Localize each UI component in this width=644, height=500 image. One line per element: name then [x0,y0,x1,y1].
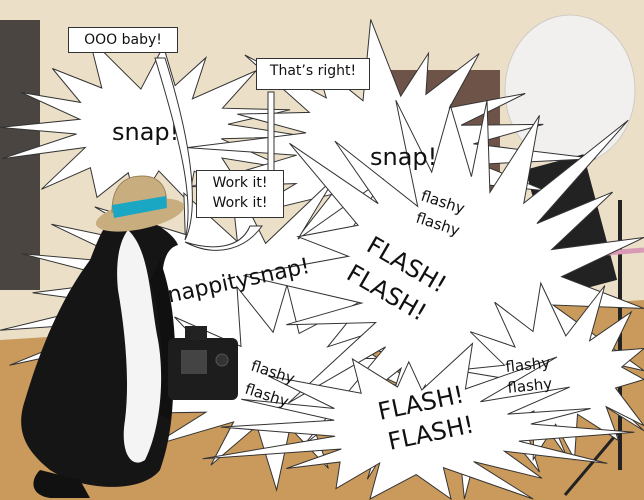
burst-flashy-right-1: flashy [505,353,552,376]
burst-snap-left: snap! [112,118,179,146]
camera-icon [168,326,238,400]
fedora-hat [95,175,185,232]
caption-tail-thats-right [267,91,275,173]
burst-flashy-right-2: flashy [507,374,554,397]
burst-flash-bottom [202,342,635,500]
light-stand-leg [563,429,622,496]
caption-tail-ooo [154,57,193,241]
caption-ooo-baby: OOO baby! [68,27,178,53]
caption-tail-work-it [184,225,263,251]
burst-snap-right: snap! [370,143,437,171]
starburst-group [0,19,644,500]
caption-work-it: Work it! Work it! [196,170,284,218]
caption-thats-right: That’s right! [256,58,370,90]
